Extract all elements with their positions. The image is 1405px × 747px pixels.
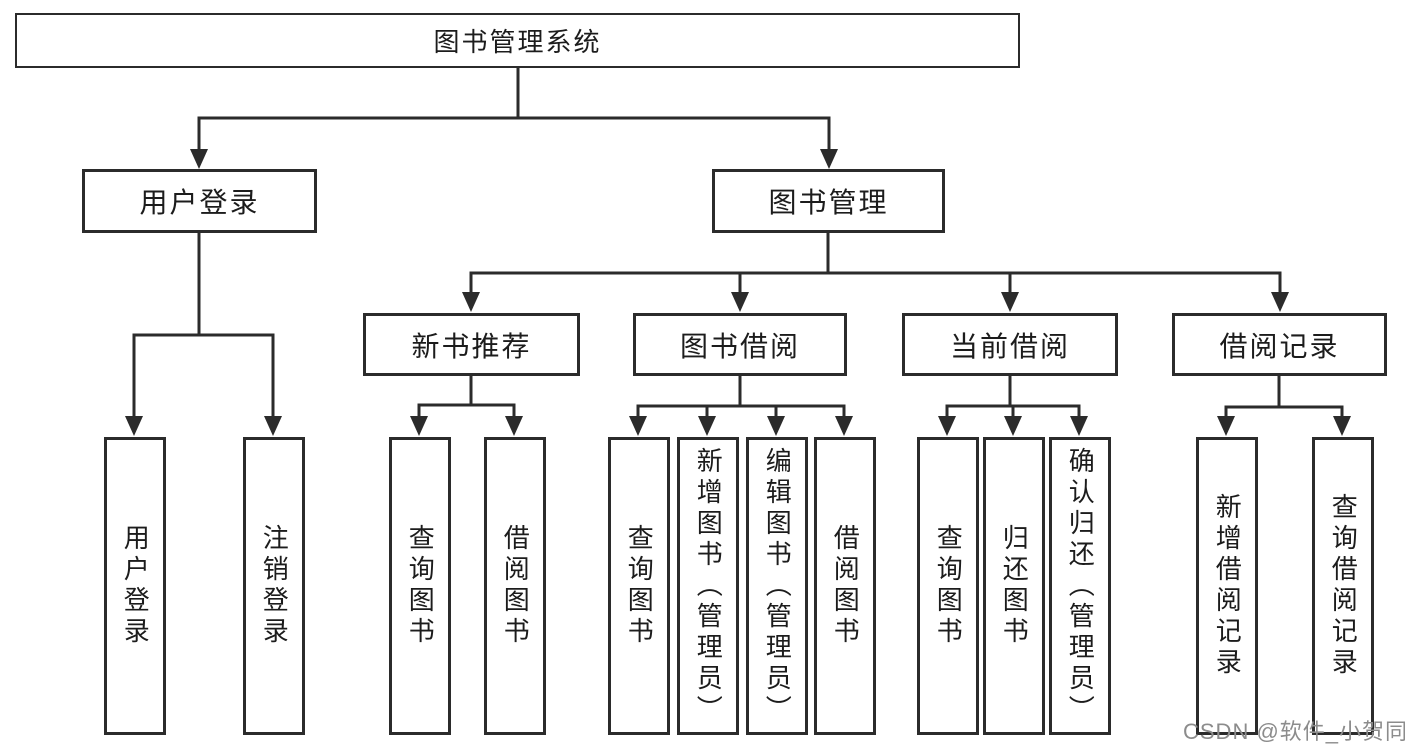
node-current-borrowing-label: 当前借阅 xyxy=(949,330,1070,362)
node-login-label: 用户登录 xyxy=(120,524,151,648)
node-book-borrowing: 图书借阅 xyxy=(633,313,847,376)
node-logout: 注销登录 xyxy=(243,437,305,735)
node-nbr-query-books-label: 查询图书 xyxy=(405,524,436,648)
node-new-book-recommend: 新书推荐 xyxy=(363,313,580,376)
node-new-book-recommend-label: 新书推荐 xyxy=(411,330,532,362)
node-bb-add-books-admin: 新增图书（管理员） xyxy=(677,437,739,735)
node-nbr-query-books: 查询图书 xyxy=(389,437,451,735)
node-bb-edit-books-admin: 编辑图书（管理员） xyxy=(746,437,808,735)
node-bb-borrow-books: 借阅图书 xyxy=(814,437,876,735)
node-bb-query-books: 查询图书 xyxy=(608,437,670,735)
node-bb-add-books-admin-label: 新增图书（管理员） xyxy=(693,446,724,726)
node-br-add-record: 新增借阅记录 xyxy=(1196,437,1258,735)
node-cb-query-books-label: 查询图书 xyxy=(933,524,964,648)
node-br-query-record-label: 查询借阅记录 xyxy=(1328,493,1359,679)
node-current-borrowing: 当前借阅 xyxy=(902,313,1118,376)
node-logout-label: 注销登录 xyxy=(259,524,290,648)
node-br-add-record-label: 新增借阅记录 xyxy=(1212,493,1243,679)
node-cb-query-books: 查询图书 xyxy=(917,437,979,735)
node-login: 用户登录 xyxy=(104,437,166,735)
node-root-label: 图书管理系统 xyxy=(433,27,602,57)
node-cb-confirm-return-admin: 确认归还（管理员） xyxy=(1049,437,1111,735)
csdn-watermark: CSDN @软件_小贺同学 xyxy=(1183,719,1405,744)
node-br-query-record: 查询借阅记录 xyxy=(1312,437,1374,735)
node-borrowing-records: 借阅记录 xyxy=(1172,313,1387,376)
node-cb-confirm-return-admin-label: 确认归还（管理员） xyxy=(1065,446,1096,726)
node-bb-edit-books-admin-label: 编辑图书（管理员） xyxy=(762,446,793,726)
node-cb-return-books: 归还图书 xyxy=(983,437,1045,735)
node-user-login: 用户登录 xyxy=(82,169,317,233)
node-nbr-borrow-books: 借阅图书 xyxy=(484,437,546,735)
node-bb-query-books-label: 查询图书 xyxy=(624,524,655,648)
node-book-borrowing-label: 图书借阅 xyxy=(679,330,800,362)
node-cb-return-books-label: 归还图书 xyxy=(999,524,1030,648)
node-book-management-label: 图书管理 xyxy=(768,187,889,218)
node-bb-borrow-books-label: 借阅图书 xyxy=(830,524,861,648)
node-user-login-label: 用户登录 xyxy=(139,187,260,218)
node-borrowing-records-label: 借阅记录 xyxy=(1219,330,1340,362)
node-nbr-borrow-books-label: 借阅图书 xyxy=(500,524,531,648)
node-book-management: 图书管理 xyxy=(712,169,945,233)
node-root: 图书管理系统 xyxy=(15,13,1020,68)
